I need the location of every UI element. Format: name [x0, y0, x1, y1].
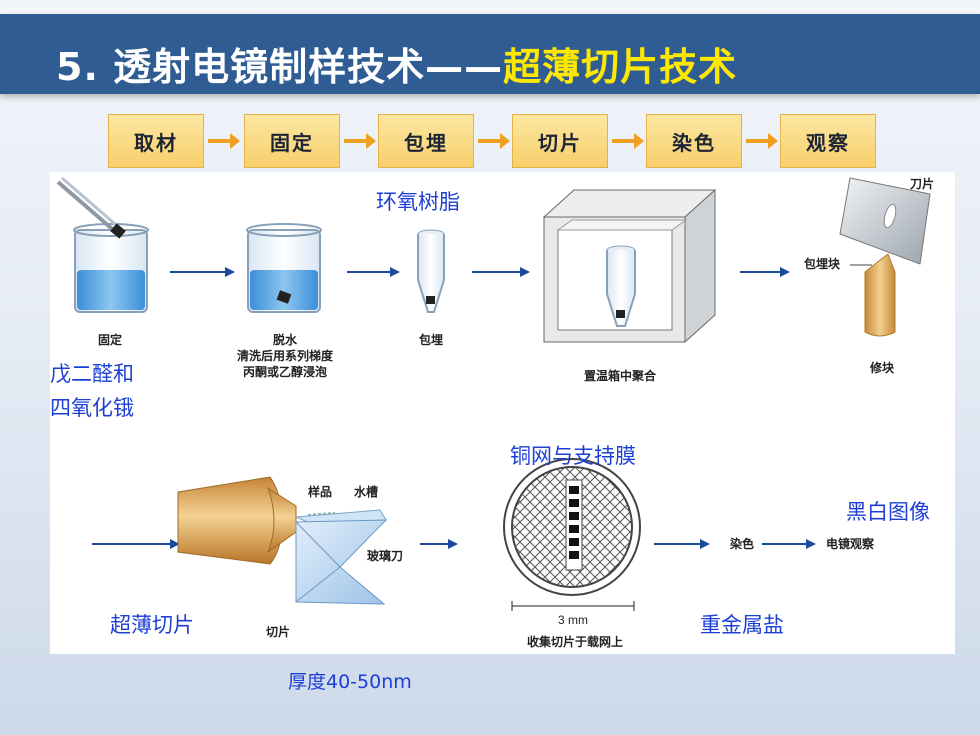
label-sample: 样品 [307, 485, 332, 499]
title-number: 5. [56, 45, 99, 89]
label-dehydrate-desc-1: 清洗后用系列梯度 [236, 349, 333, 363]
annotation-heavy-metal: 重金属盐 [700, 613, 784, 637]
beaker-fixation [56, 176, 149, 313]
label-slice: 切片 [265, 625, 290, 639]
copper-grid [503, 458, 641, 596]
oven [542, 188, 717, 344]
step-sampling: 取材 [108, 114, 204, 168]
title-highlight: 超薄切片技术 [503, 45, 738, 89]
step-staining: 染色 [646, 114, 742, 168]
label-trough: 水槽 [353, 485, 378, 499]
arrow-icon [746, 133, 778, 149]
specimen-holder [177, 476, 297, 565]
label-stain: 染色 [729, 537, 754, 551]
annotation-fixatives-1: 戊二醛和 [50, 362, 134, 386]
scale-bar [511, 601, 635, 611]
annotation-epoxy: 环氧树脂 [376, 190, 460, 214]
label-knife: 刀片 [909, 177, 934, 191]
step-observation: 观察 [780, 114, 876, 168]
step-fixation: 固定 [244, 114, 340, 168]
step-sectioning: 切片 [512, 114, 608, 168]
arrow-icon [612, 133, 644, 149]
label-dehydrate-desc-2: 丙酮或乙醇浸泡 [242, 365, 327, 379]
label-trim: 修块 [869, 361, 894, 375]
label-fix: 固定 [97, 333, 122, 347]
label-polymerize: 置温箱中聚合 [583, 369, 656, 383]
label-dehydrate: 脱水 [272, 333, 297, 347]
arrow-icon [344, 133, 376, 149]
label-embed: 包埋 [418, 333, 443, 347]
annotation-thickness: 厚度40-50nm [288, 671, 412, 693]
glass-knife [295, 509, 388, 605]
annotation-grid: 铜网与支持膜 [510, 444, 636, 468]
label-collect: 收集切片于载网上 [526, 635, 623, 649]
title-main: 透射电镜制样技术—— [113, 45, 504, 89]
annotation-ultrathin: 超薄切片 [110, 613, 194, 637]
embedding-block [864, 253, 896, 337]
annotation-bw-image: 黑白图像 [846, 500, 930, 524]
title-bar: 5. 透射电镜制样技术——超薄切片技术 [0, 14, 980, 94]
arrow-icon [478, 133, 510, 149]
razor-blade [839, 177, 931, 265]
label-glass-knife: 玻璃刀 [366, 549, 403, 563]
process-diagram [56, 176, 931, 611]
annotation-fixatives-2: 四氧化锇 [50, 396, 134, 420]
embedding-capsule [417, 229, 445, 313]
label-size: 3 mm [558, 613, 588, 627]
step-embedding: 包埋 [378, 114, 474, 168]
arrow-icon [208, 133, 240, 149]
label-block: 包埋块 [803, 257, 840, 271]
page-title: 5. 透射电镜制样技术——超薄切片技术 [56, 36, 737, 91]
beaker-dehydration [246, 223, 322, 313]
process-steps: 取材 固定 包埋 切片 染色 观察 [0, 0, 980, 180]
diagram-panel: 固定 脱水 清洗后用系列梯度 丙酮或乙醇浸泡 包埋 置温箱中聚合 刀片 包埋块 … [50, 172, 955, 654]
label-observe: 电镜观察 [825, 537, 874, 551]
